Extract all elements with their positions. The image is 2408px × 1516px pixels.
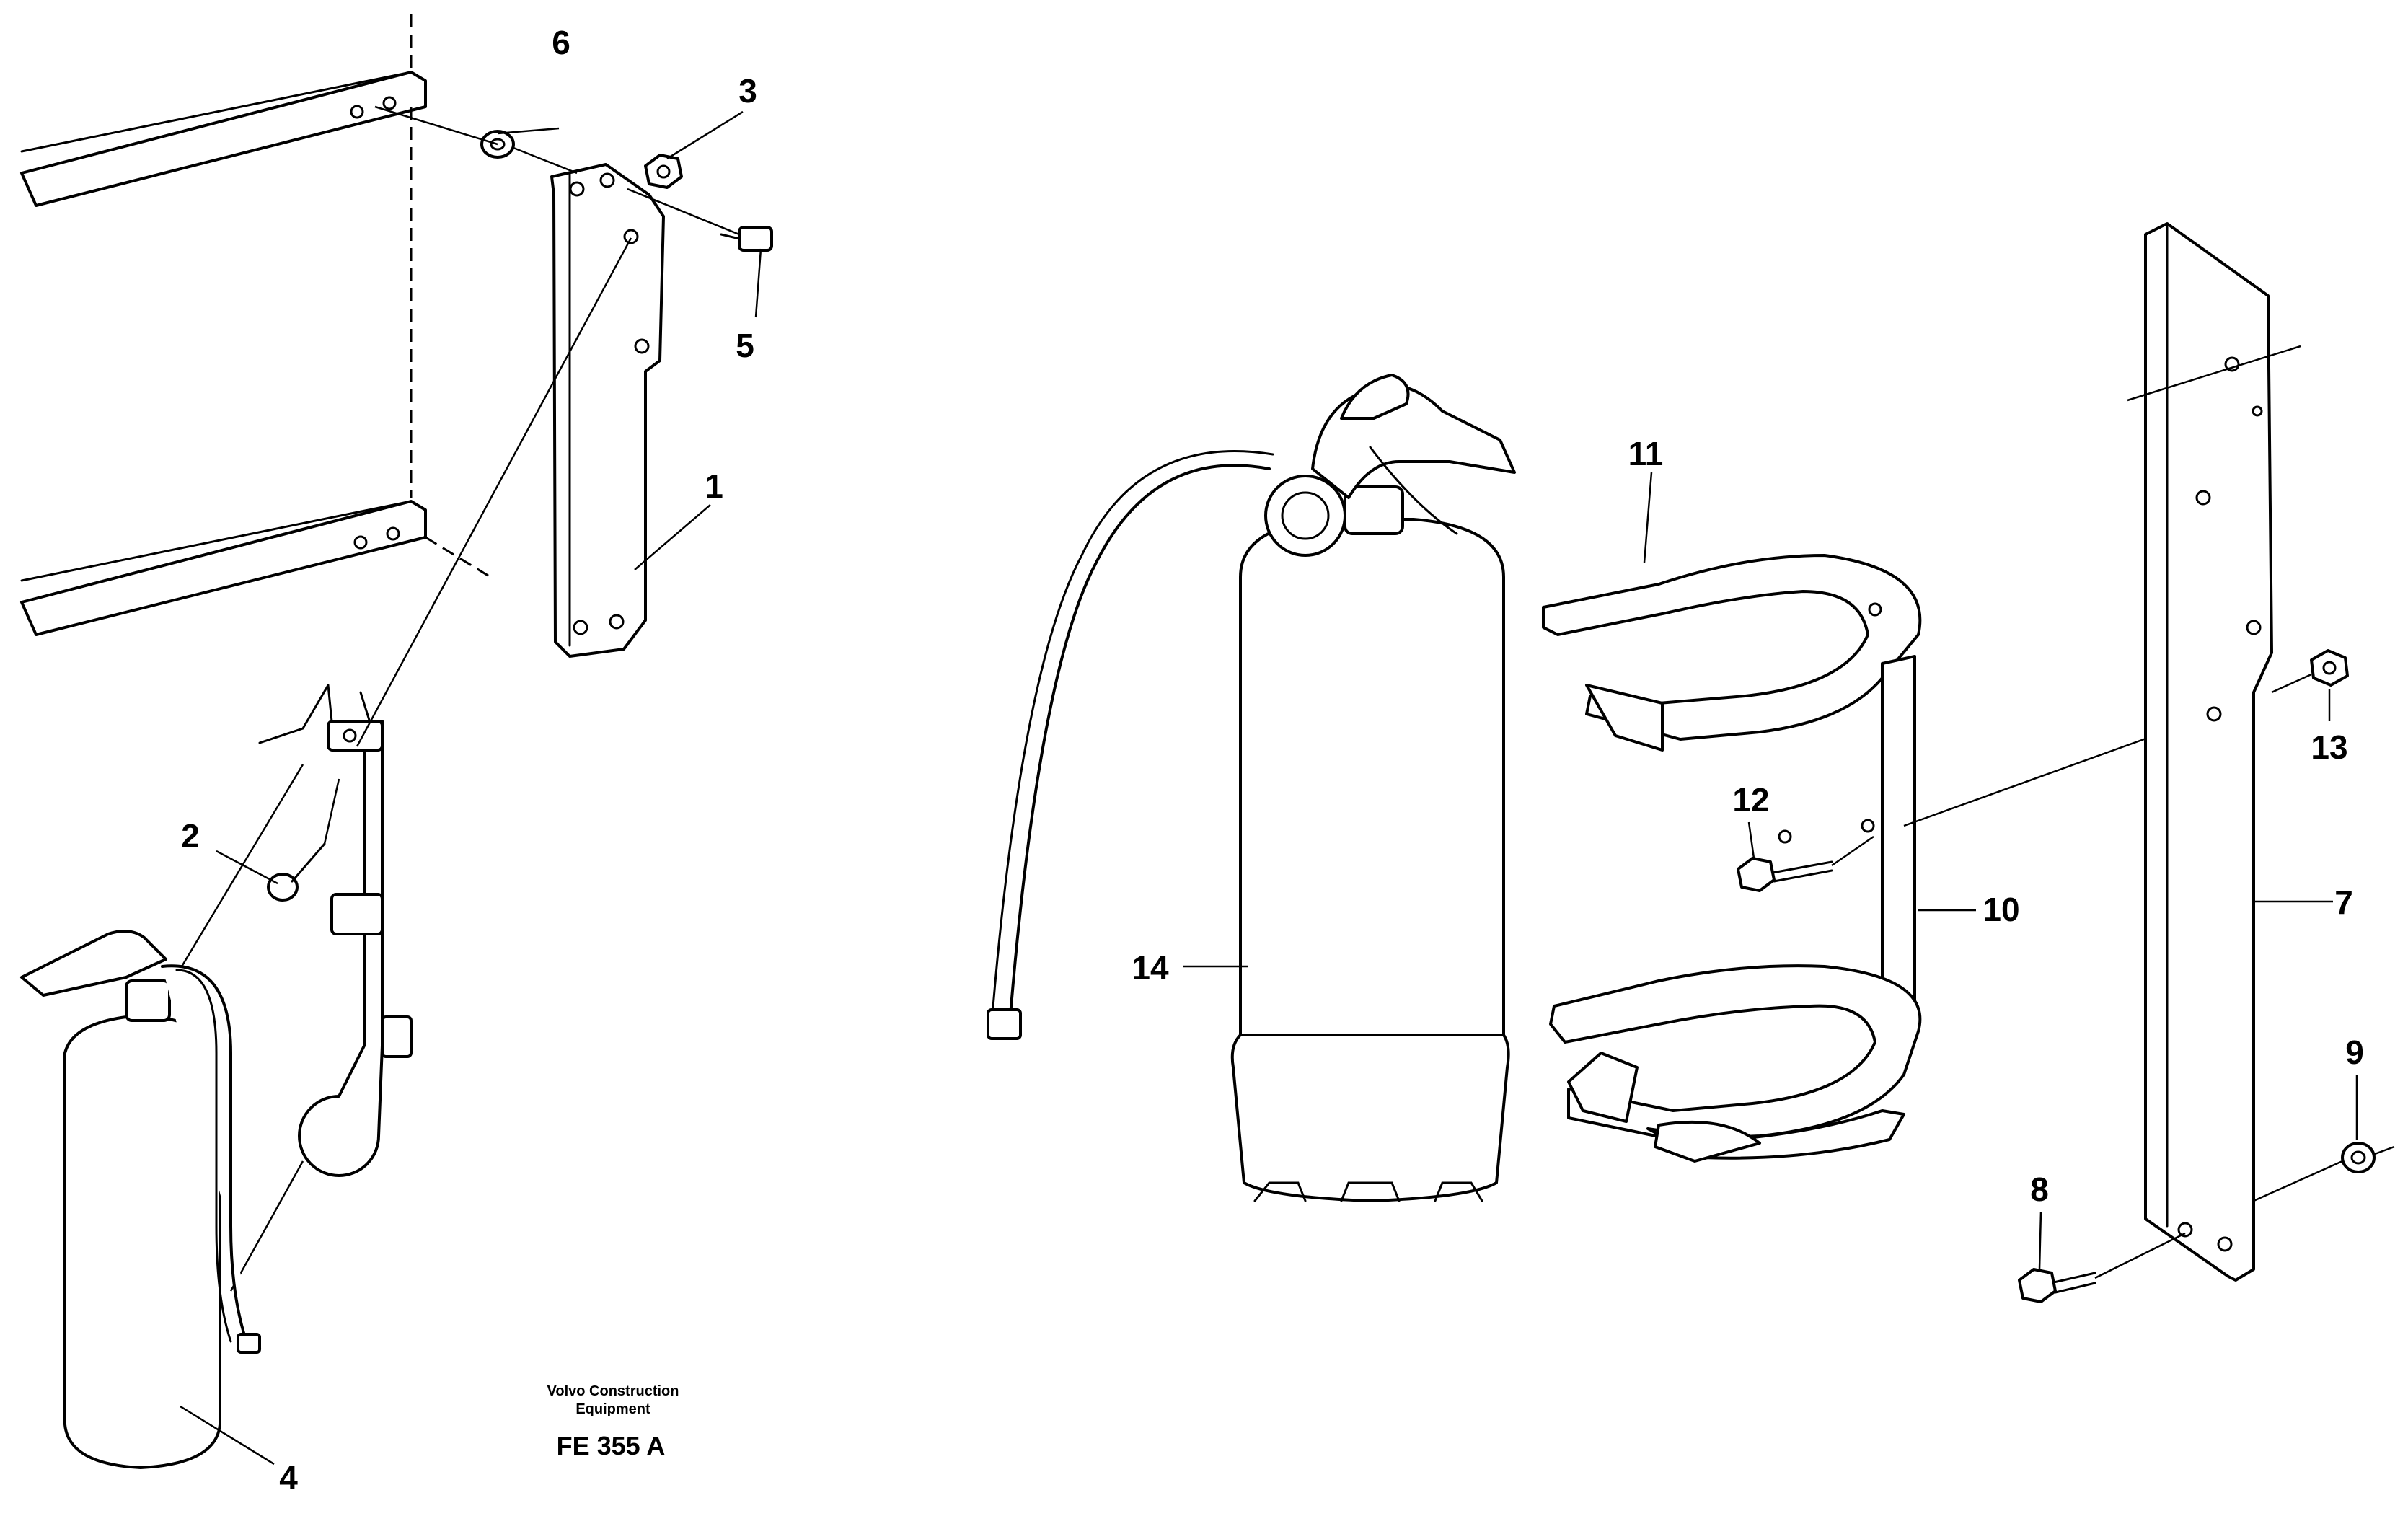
caption-company-line1: Volvo Construction — [547, 1383, 679, 1399]
callout-12: 12 — [1732, 781, 1769, 819]
leader-4 — [180, 1405, 275, 1466]
leader-6 — [497, 127, 560, 135]
leader-5 — [754, 248, 762, 318]
leader-11 — [1643, 472, 1653, 563]
wall-hook — [258, 684, 413, 1177]
holder-clamp — [1542, 554, 1922, 1163]
nut-3 — [644, 154, 683, 189]
callout-6: 6 — [552, 24, 570, 61]
washer-9 — [2341, 1142, 2376, 1173]
callout-8: 8 — [2030, 1171, 2049, 1208]
callout-14: 14 — [1132, 949, 1169, 987]
extinguisher-small — [20, 930, 261, 1469]
leader-8 — [2038, 1211, 2042, 1270]
leader-12 — [1747, 821, 1755, 859]
callout-11: 11 — [1628, 435, 1664, 472]
callout-7: 7 — [2334, 883, 2353, 921]
leader-1 — [634, 504, 711, 570]
callout-10: 10 — [1983, 891, 2019, 928]
callout-2: 2 — [181, 817, 200, 855]
callout-4: 4 — [279, 1459, 298, 1497]
figure-code: FE 355 A — [557, 1431, 666, 1460]
bracket-plate — [550, 163, 665, 658]
mounting-rail — [2144, 222, 2273, 1282]
cab-wall-frame — [20, 14, 491, 636]
callout-5: 5 — [736, 327, 754, 364]
callout-3: 3 — [738, 72, 757, 110]
leader-2 — [216, 850, 278, 885]
bolt-8 — [2018, 1268, 2096, 1303]
screw-5 — [720, 226, 773, 252]
callout-1: 1 — [705, 467, 723, 505]
screw-12 — [1737, 857, 1833, 892]
caption-company-line2: Equipment — [575, 1401, 650, 1417]
leader-3 — [666, 110, 744, 160]
callout-13: 13 — [2311, 728, 2347, 766]
nut-13 — [2310, 649, 2349, 687]
callout-9: 9 — [2345, 1034, 2364, 1071]
extinguisher-large — [987, 374, 1516, 1202]
screw-2 — [267, 842, 326, 902]
